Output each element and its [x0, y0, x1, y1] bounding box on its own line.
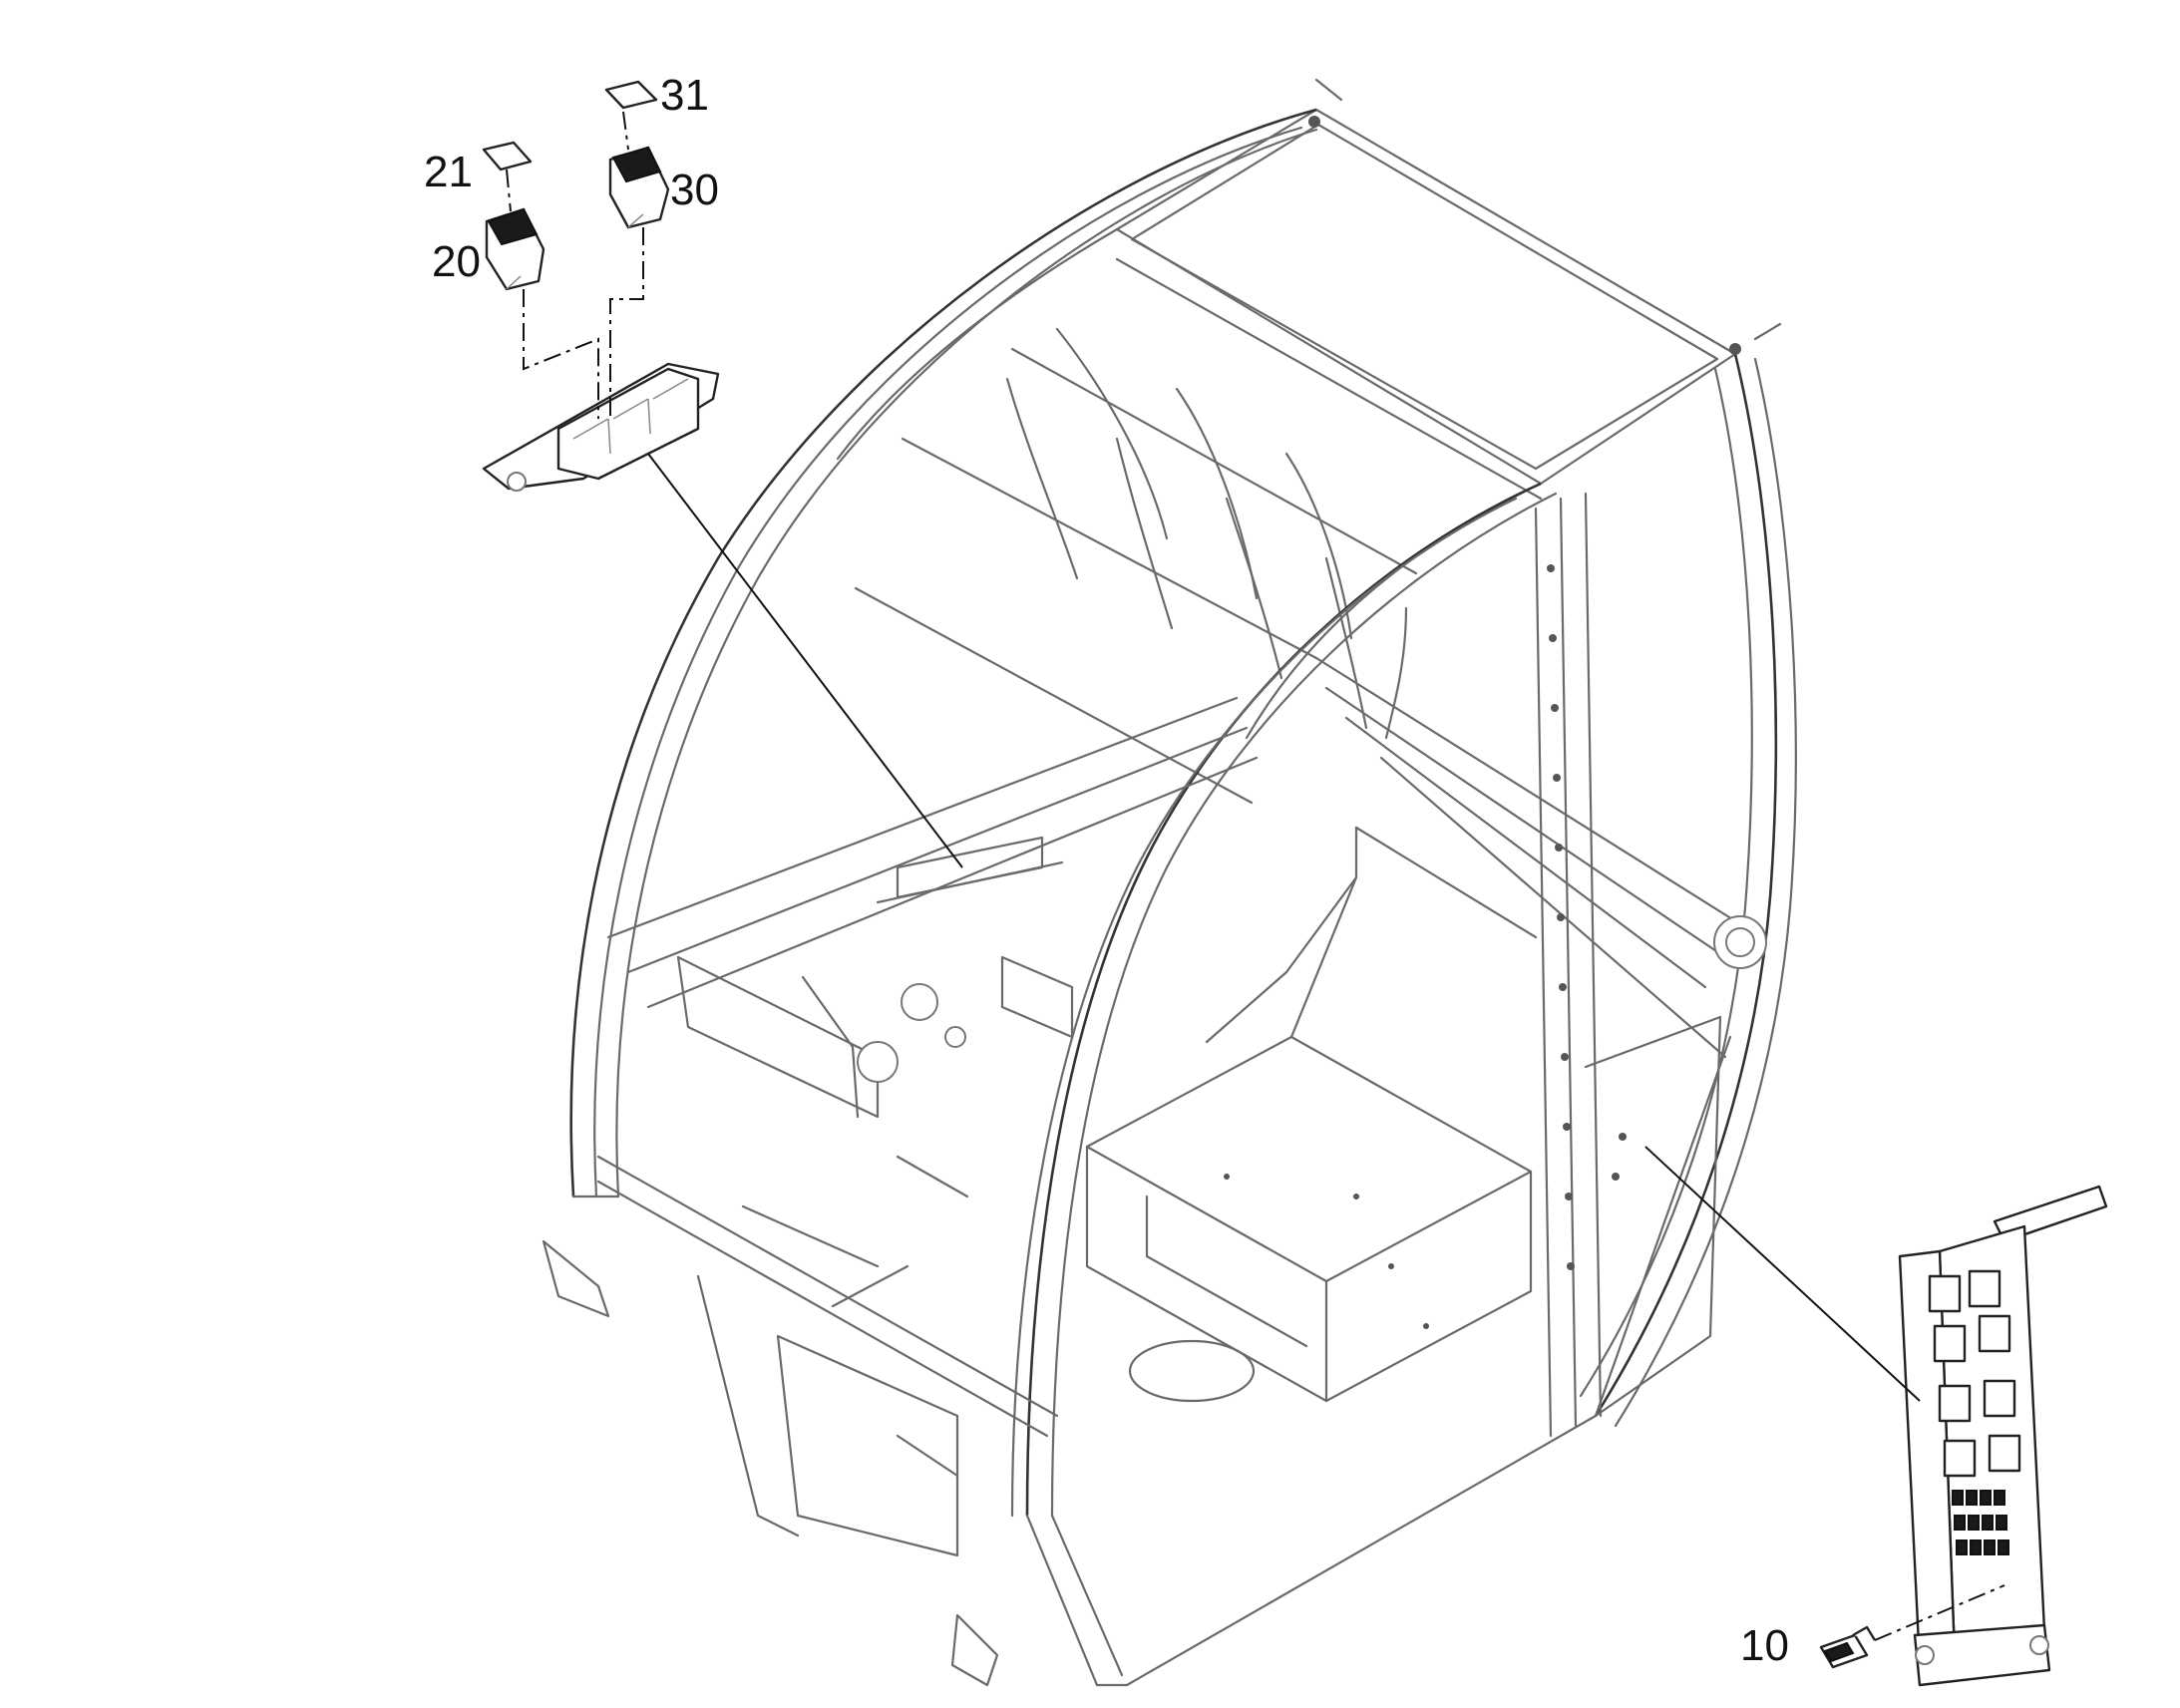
- pillar-bolts: [1308, 116, 1741, 1270]
- left-front-pillar: [569, 108, 1318, 1198]
- right-rear-pillar: [1579, 353, 1797, 1428]
- assembly-line-fuse: [1874, 1584, 2005, 1641]
- rear-wall: [1584, 915, 1767, 1418]
- leader-switch-panel: [647, 453, 963, 868]
- switch-panel: [482, 362, 720, 492]
- leader-fuse-box: [1644, 1146, 1921, 1402]
- seat-box: [1085, 826, 1538, 1403]
- floor-frame: [596, 656, 1747, 1687]
- front-console: [676, 955, 1074, 1308]
- floor-opening: [1128, 1339, 1256, 1403]
- roof-guard-grid: [836, 227, 1543, 805]
- part-21-lens: [482, 141, 533, 171]
- callout-30: 30: [670, 166, 719, 214]
- cab-frame: [542, 78, 1797, 1687]
- part-20-switch: [485, 207, 545, 291]
- part-10-fuse: [1819, 1625, 1877, 1669]
- assembly-lines-switches: [506, 111, 644, 419]
- part-31-lens: [604, 80, 658, 110]
- callout-21: 21: [424, 148, 473, 196]
- part-30-switch: [608, 146, 670, 229]
- roof-panel: [1115, 108, 1737, 486]
- lower-front-frame: [542, 78, 1782, 1687]
- callout-10: 10: [1740, 1621, 1789, 1670]
- callout-20: 20: [432, 237, 481, 286]
- callout-31: 31: [660, 71, 709, 120]
- center-front-pillar: [1010, 482, 1558, 1687]
- switch-recess: [896, 836, 1044, 899]
- fuse-box: [1898, 1185, 2108, 1687]
- door-post: [1534, 492, 1603, 1438]
